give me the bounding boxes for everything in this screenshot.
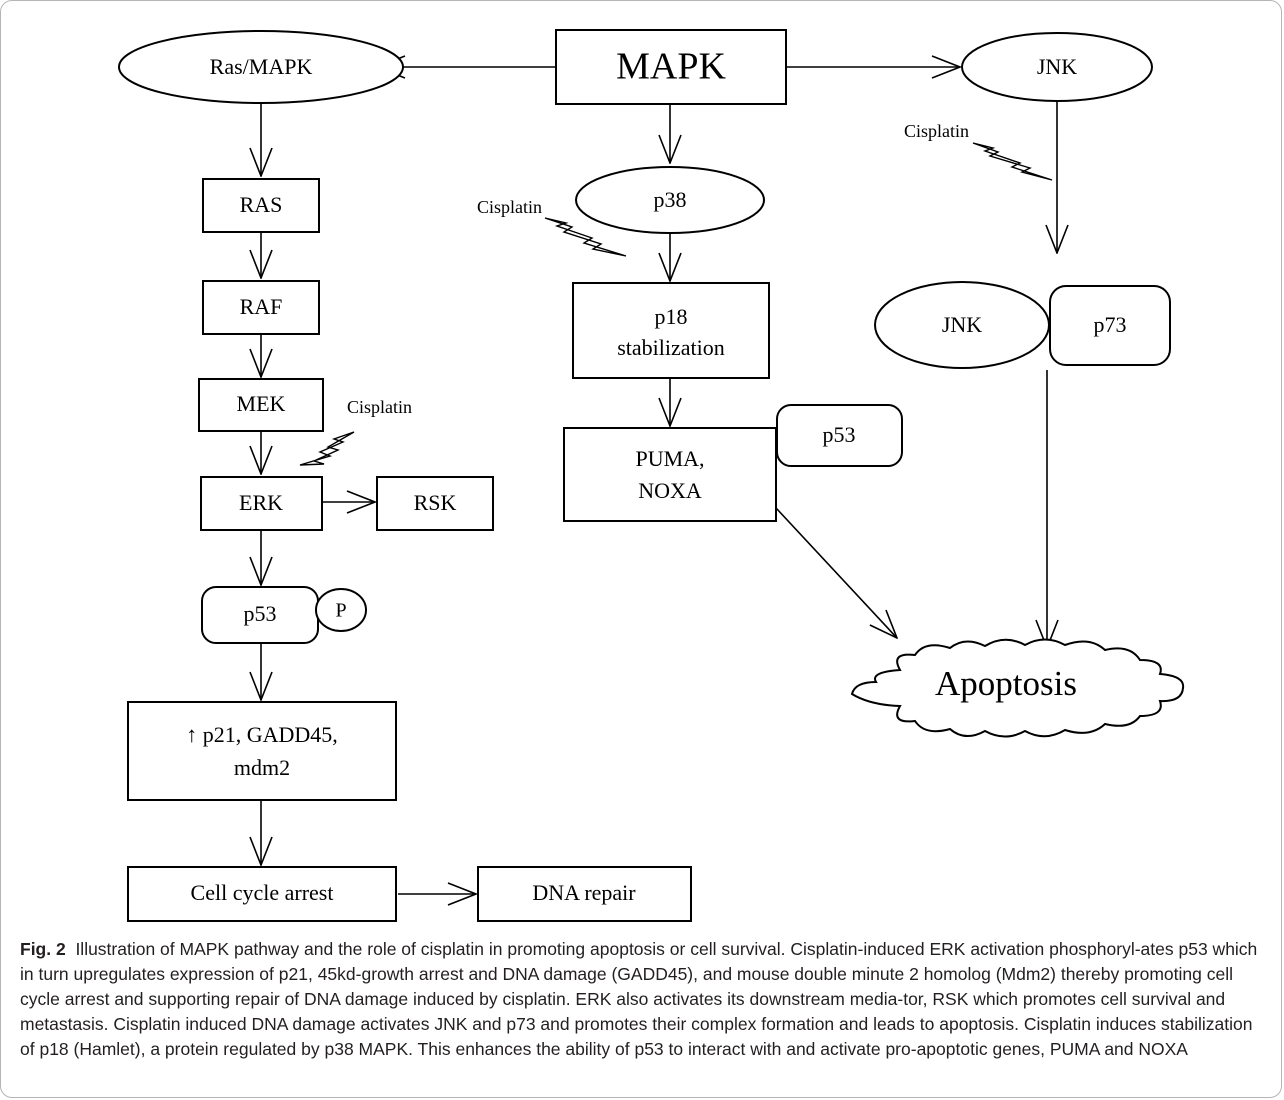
node-puma-label-line1: PUMA,	[635, 446, 704, 471]
node-jnk-complex-label: JNK	[942, 312, 982, 337]
caption-text: Illustration of MAPK pathway and the rol…	[20, 939, 1258, 1059]
node-p21-gadd45-mdm2: ↑ p21, GADD45, mdm2	[127, 701, 397, 801]
node-mapk: MAPK	[555, 29, 787, 105]
node-p18-label-line2: stabilization	[617, 335, 725, 360]
node-jnk-complex: JNK	[874, 281, 1050, 369]
cisplatin-bolt-icon	[972, 142, 1053, 181]
node-p21-label-line2: mdm2	[234, 755, 290, 780]
node-raf-label: RAF	[240, 294, 283, 319]
node-p18-label-line1: p18	[655, 304, 688, 329]
node-rsk-label: RSK	[414, 490, 457, 515]
node-raf: RAF	[202, 280, 320, 335]
node-ras-label: RAS	[240, 192, 283, 217]
node-p73-label: p73	[1094, 312, 1127, 337]
node-jnk: JNK	[961, 32, 1153, 102]
caption-label: Fig. 2	[20, 939, 66, 959]
node-phospho-label: P	[335, 600, 346, 622]
node-puma-noxa: PUMA, NOXA	[563, 427, 777, 522]
mapk-pathway-diagram: Cisplatin Cisplatin Cisplatin MAPK Ras/M…	[118, 29, 1185, 922]
node-erk: ERK	[200, 476, 323, 531]
node-mapk-label: MAPK	[616, 46, 726, 88]
node-cell-cycle-label: Cell cycle arrest	[191, 880, 334, 905]
node-p38: p38	[575, 166, 765, 234]
node-mek-label: MEK	[237, 391, 286, 416]
figure-caption: Fig. 2 Illustration of MAPK pathway and …	[20, 937, 1268, 1062]
node-p53-mid-label: p53	[823, 422, 856, 447]
node-cell-cycle-arrest: Cell cycle arrest	[127, 866, 397, 922]
node-rsk: RSK	[376, 476, 494, 531]
node-p73: p73	[1049, 285, 1171, 366]
node-phospho: P	[315, 588, 367, 632]
node-dna-repair: DNA repair	[477, 866, 692, 922]
cisplatin-label: Cisplatin	[477, 197, 542, 217]
edge-puma-to-apoptosis	[775, 507, 897, 638]
node-p53-left: p53	[201, 586, 319, 644]
node-erk-label: ERK	[239, 490, 283, 515]
node-p53-left-label: p53	[244, 601, 277, 626]
node-p18-stabilization: p18 stabilization	[572, 282, 770, 379]
node-dna-repair-label: DNA repair	[532, 880, 636, 905]
node-jnk-label: JNK	[1037, 54, 1077, 79]
cisplatin-label: Cisplatin	[904, 121, 969, 141]
node-ras-mapk: Ras/MAPK	[118, 30, 404, 104]
cisplatin-bolt-icon	[299, 431, 355, 466]
node-p21-label-line1: ↑ p21, GADD45,	[186, 722, 338, 747]
node-ras-mapk-label: Ras/MAPK	[210, 54, 313, 79]
node-p53-mid: p53	[776, 404, 903, 467]
node-mek: MEK	[198, 378, 324, 432]
node-apoptosis-label: Apoptosis	[935, 664, 1077, 703]
node-p38-label: p38	[654, 187, 687, 212]
node-ras: RAS	[202, 178, 320, 233]
node-puma-label-line2: NOXA	[638, 478, 702, 503]
cisplatin-bolt-icon	[544, 217, 627, 257]
cisplatin-label: Cisplatin	[347, 397, 412, 417]
node-apoptosis: Apoptosis	[850, 638, 1185, 738]
edges	[261, 67, 1057, 894]
